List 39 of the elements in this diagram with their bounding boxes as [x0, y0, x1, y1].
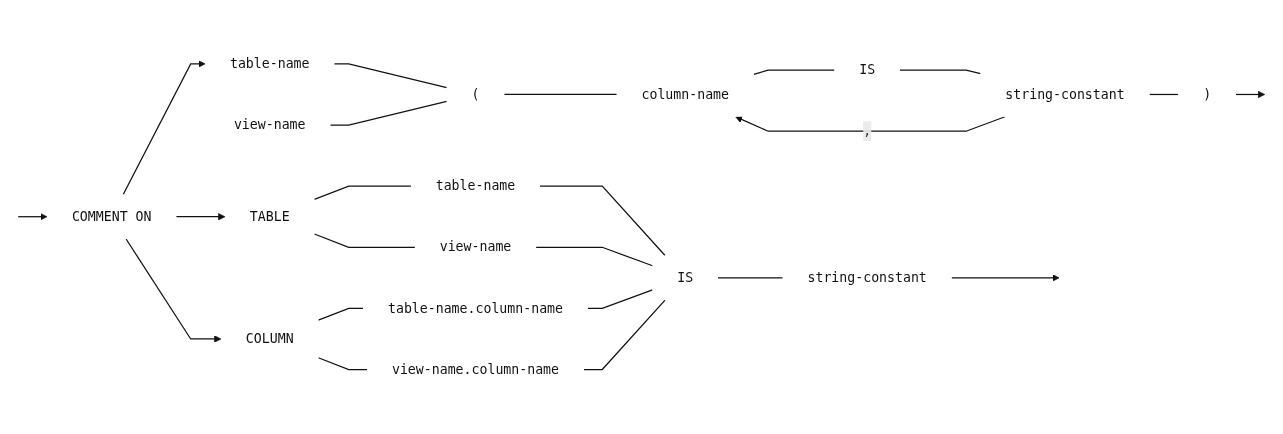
connector: [587, 289, 654, 310]
connector: [899, 69, 982, 75]
arrow: [122, 60, 206, 196]
connector: [313, 233, 416, 249]
arrow: [735, 116, 1006, 133]
connector: [317, 357, 368, 371]
node-text: IS: [677, 269, 694, 286]
node-text: (: [471, 86, 480, 103]
edge-label: ,: [863, 123, 872, 139]
connector: [329, 101, 448, 126]
node-text: view-name: [439, 239, 512, 255]
node-text: IS: [859, 62, 876, 78]
connector: [583, 299, 666, 371]
node-text: COLUMN: [245, 330, 294, 347]
arrow: [125, 238, 222, 343]
node-text: table-name: [229, 55, 310, 72]
node-text: table-name.column-name: [387, 300, 564, 317]
node-text: table-name: [435, 178, 516, 194]
connector: [535, 246, 654, 267]
node-text: TABLE: [249, 208, 290, 225]
arrow: [175, 213, 226, 221]
connector: [503, 94, 618, 96]
arrow: [951, 274, 1060, 282]
connector: [333, 63, 448, 89]
node-text: column-name: [641, 86, 730, 103]
connector: [753, 69, 836, 76]
node-text: ): [1203, 86, 1212, 103]
connector: [317, 308, 364, 322]
arrow: [1235, 91, 1266, 99]
node-text: string-constant: [807, 269, 927, 286]
node-text: string-constant: [1005, 86, 1125, 103]
connector: [313, 185, 412, 201]
node-text: view-name: [233, 117, 306, 133]
arrow: [17, 213, 48, 221]
connector: [1148, 94, 1179, 96]
connector: [539, 185, 666, 257]
node-text: COMMENT ON: [71, 208, 152, 225]
connector: [717, 277, 784, 279]
node-text: view-name.column-name: [391, 361, 560, 378]
